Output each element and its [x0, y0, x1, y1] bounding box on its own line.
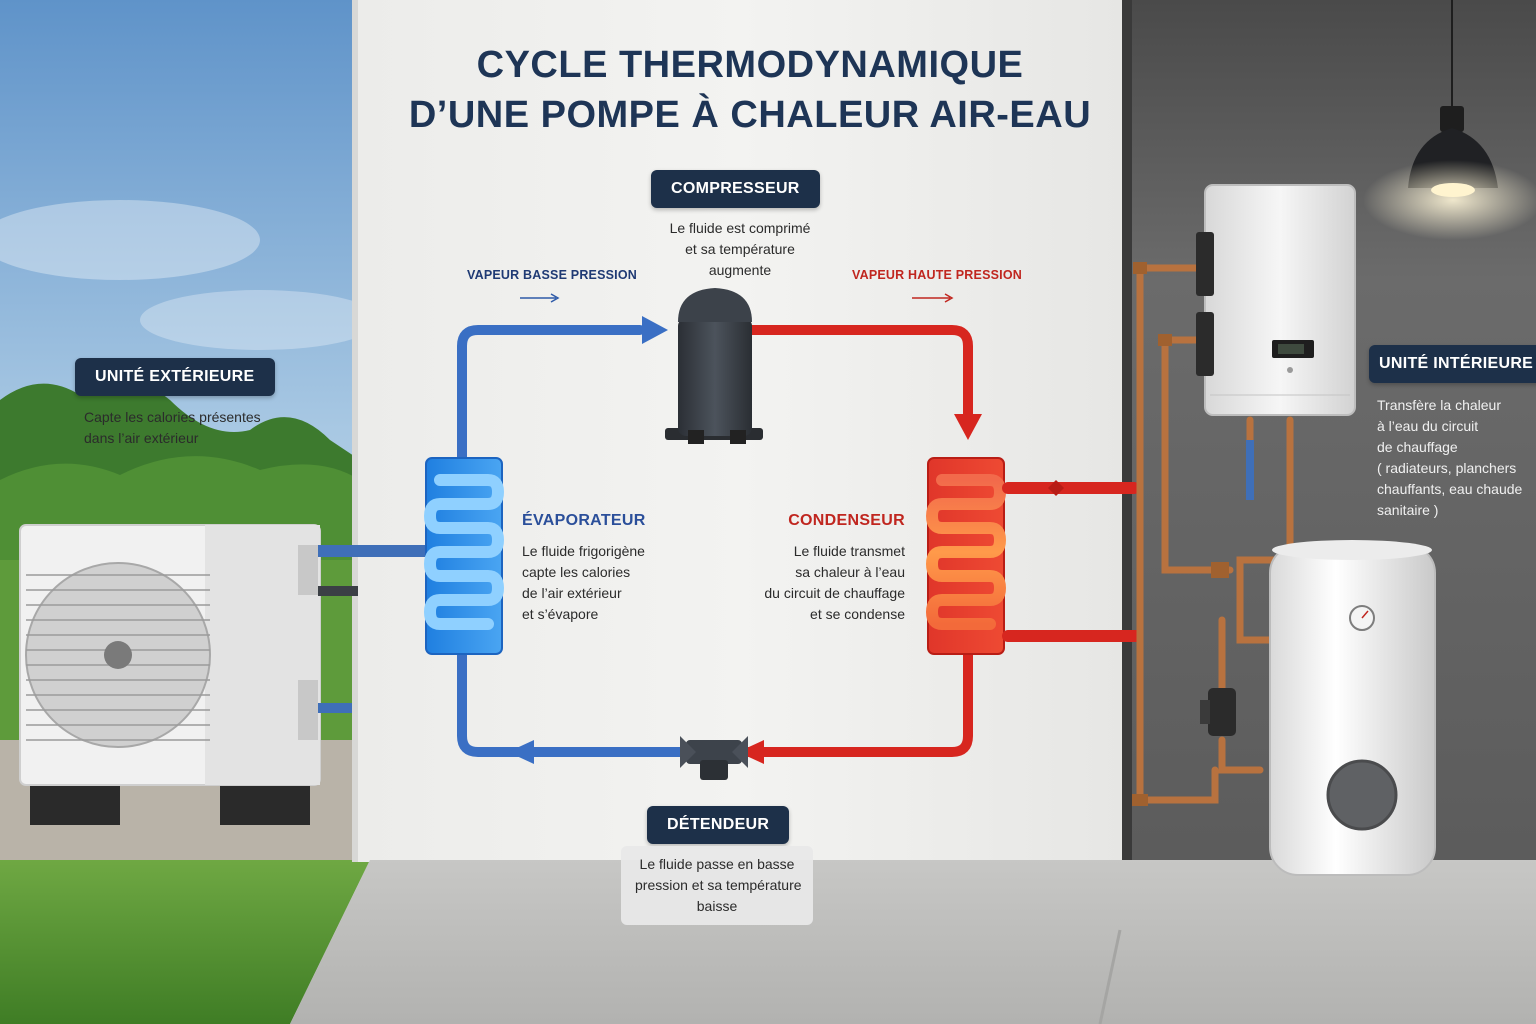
low-pressure-label: VAPEUR BASSE PRESSION — [467, 268, 637, 282]
expansion-valve — [680, 736, 748, 780]
right-arrow-icon — [912, 293, 954, 303]
low-pressure-pipe — [457, 325, 645, 470]
desc-line: à l’eau du circuit — [1377, 418, 1479, 434]
outdoor-unit — [19, 524, 321, 825]
wall-edge — [352, 0, 358, 862]
low-pressure-pipe — [457, 645, 695, 757]
compressor — [665, 288, 763, 444]
detendeur-description: Le fluide passe en basse pression et sa … — [621, 846, 813, 925]
outdoor-pipe — [318, 703, 352, 713]
condenser-coil — [925, 457, 1007, 655]
evaporator-coil — [423, 457, 505, 655]
pavement-joint — [1098, 929, 1122, 1024]
desc-line: Transfère la chaleur — [1377, 397, 1501, 413]
desc-line: Le fluide frigorigène — [522, 543, 645, 559]
cloud — [0, 200, 260, 280]
outdoor-pipe — [318, 586, 358, 596]
desc-line: du circuit de chauffage — [764, 585, 905, 601]
condenseur-description: Le fluide transmet sa chaleur à l’eau du… — [705, 541, 905, 625]
pavement — [290, 860, 1536, 1024]
desc-line: Le fluide est comprimé — [669, 220, 811, 236]
desc-line: Le fluide transmet — [793, 543, 905, 559]
pipe-valve — [1048, 480, 1064, 496]
evaporateur-description: Le fluide frigorigène capte les calories… — [522, 541, 645, 625]
desc-line: augmente — [708, 262, 772, 278]
desc-line: sanitaire ) — [1377, 502, 1439, 518]
desc-line: Le fluide passe en basse — [639, 856, 795, 872]
blue-pipe — [1246, 440, 1254, 500]
detendeur-badge: DÉTENDEUR — [647, 806, 790, 844]
diagram-title: CYCLE THERMODYNAMIQUE D’UNE POMPE À CHAL… — [360, 40, 1140, 140]
copper-pipes — [1136, 264, 1294, 804]
unite-interieure-description: Transfère la chaleur à l’eau du circuit … — [1377, 395, 1522, 521]
desc-line: de l’air extérieur — [522, 585, 622, 601]
water-pipe-hot — [1002, 482, 1140, 494]
high-pressure-pipe — [733, 645, 973, 757]
circulation-pump — [1200, 688, 1236, 736]
hot-water-tank — [1269, 540, 1436, 876]
flow-arrow-head — [954, 414, 982, 440]
flow-arrow-head — [642, 316, 668, 344]
desc-line: dans l’air extérieur — [84, 430, 199, 446]
desc-line: et se condense — [810, 606, 905, 622]
flow-arrow-head — [738, 740, 764, 764]
high-pressure-pipe — [743, 325, 973, 425]
flow-arrow-head — [508, 740, 534, 764]
lawn-front — [0, 860, 370, 1024]
evaporateur-label: ÉVAPORATEUR — [522, 512, 646, 529]
high-pressure-label: VAPEUR HAUTE PRESSION — [852, 268, 1022, 282]
unite-exterieure-badge: UNITÉ EXTÉRIEURE — [75, 358, 275, 396]
desc-line: de chauffage — [1377, 439, 1458, 455]
title-line-2: D’UNE POMPE À CHALEUR AIR-EAU — [408, 94, 1092, 136]
water-pipe-return — [1002, 630, 1142, 642]
desc-line: capte les calories — [522, 564, 631, 580]
desc-line: baisse — [696, 898, 738, 914]
compresseur-description: Le fluide est comprimé et sa température… — [610, 218, 870, 281]
title-line-1: CYCLE THERMODYNAMIQUE — [476, 44, 1024, 86]
cloud — [140, 290, 380, 350]
unite-exterieure-description: Capte les calories présentes dans l’air … — [84, 407, 261, 449]
compresseur-badge: COMPRESSEUR — [651, 170, 820, 208]
indoor-unit — [1196, 184, 1356, 416]
outdoor-pipe — [318, 545, 430, 557]
desc-line: chauffants, eau chaude — [1377, 481, 1523, 497]
desc-line: pression et sa température — [635, 877, 802, 893]
door-frame — [1122, 0, 1132, 930]
desc-line: sa chaleur à l’eau — [795, 564, 905, 580]
unite-interieure-badge: UNITÉ INTÉRIEURE — [1369, 345, 1536, 383]
desc-line: et sa température — [685, 241, 795, 257]
desc-line: Capte les calories présentes — [84, 409, 261, 425]
pendant-lamp-icon — [1363, 0, 1536, 240]
pipe-fittings — [1132, 262, 1229, 806]
condenseur-label: CONDENSEUR — [788, 512, 905, 529]
desc-line: ( radiateurs, planchers — [1377, 460, 1517, 476]
right-arrow-icon — [520, 293, 560, 303]
desc-line: et s’évapore — [522, 606, 599, 622]
